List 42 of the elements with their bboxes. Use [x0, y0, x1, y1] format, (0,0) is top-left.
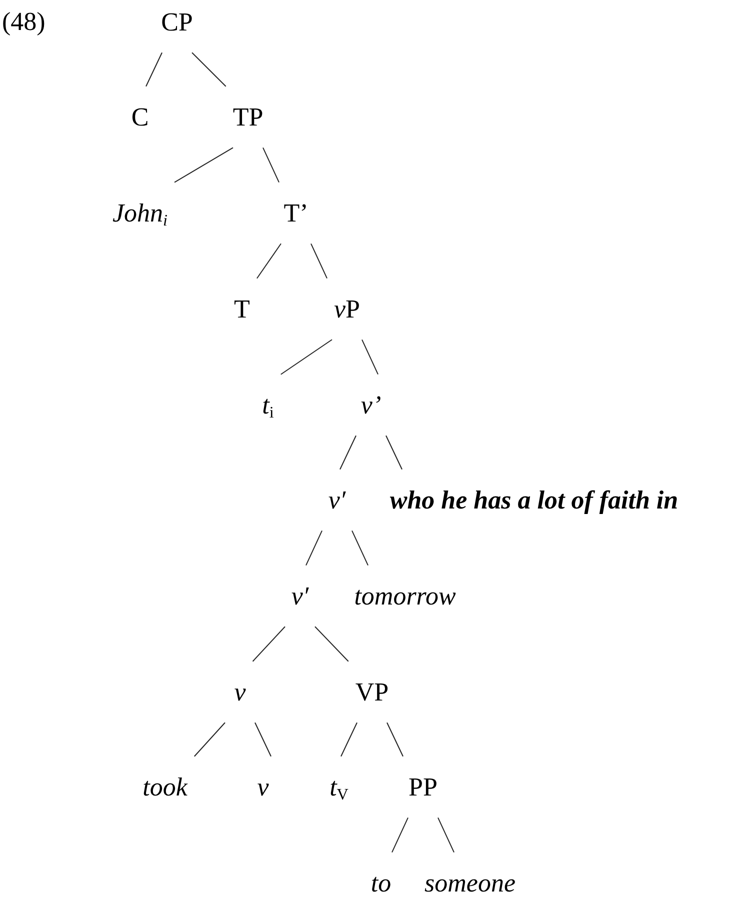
tree-branch — [310, 243, 328, 279]
tree-label: T’ — [276, 182, 316, 244]
tree-label: t$_{V}$ — [322, 756, 356, 818]
tree-label: who he has a lot of faith in — [382, 469, 686, 531]
example-number: (48) — [2, 8, 46, 36]
tree-branch — [174, 147, 234, 183]
tree-branch — [252, 626, 286, 662]
tree-branch — [392, 817, 408, 853]
tree-branch — [306, 530, 322, 566]
tree-branch — [340, 722, 358, 757]
tree-label: PP — [400, 756, 446, 818]
tree-label: TP — [224, 86, 272, 148]
tree-label: v — [226, 661, 254, 723]
tree-branch — [352, 530, 368, 566]
tree-label: someone — [416, 852, 524, 901]
tree-label: T — [226, 278, 258, 340]
tree-label: tomorrow — [346, 565, 464, 627]
tree-branch — [386, 722, 404, 757]
tree-label: C — [123, 86, 157, 148]
tree-branch — [254, 722, 272, 757]
tree-branch — [438, 817, 454, 853]
tree-branch — [280, 339, 332, 375]
tree-label: CP — [153, 0, 201, 53]
tree-branch — [192, 52, 226, 87]
tree-label: v — [249, 756, 277, 818]
tree-branch — [386, 435, 402, 470]
tree-label: to — [362, 852, 400, 901]
tree-label: v′ — [320, 469, 354, 531]
tree-branch — [340, 435, 356, 470]
tree-branch — [146, 52, 162, 87]
tree-branch — [314, 626, 349, 662]
tree-label: VP — [347, 661, 397, 723]
tree-branch — [362, 339, 378, 375]
tree-label: v′ — [283, 565, 317, 627]
tree-branch — [256, 243, 282, 279]
tree-branch — [194, 722, 226, 757]
tree-label: t$_{i}$ — [254, 374, 282, 436]
tree-label: v’ — [352, 374, 390, 436]
tree-label: John$_{i}$ — [104, 182, 176, 244]
tree-label: took — [134, 756, 196, 818]
tree-label: vP — [326, 278, 368, 340]
tree-branch — [262, 147, 280, 183]
